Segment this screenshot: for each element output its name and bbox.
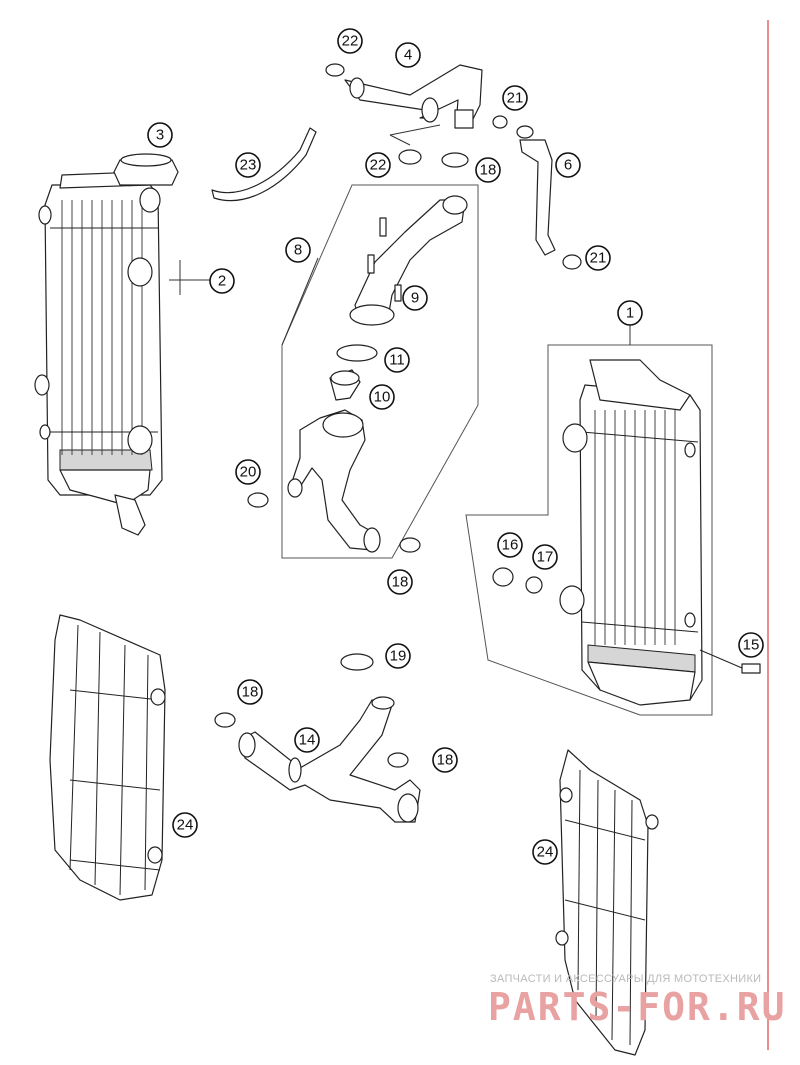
hose-clamp	[387, 752, 409, 768]
hose-clamp	[247, 492, 269, 508]
callout-9: 9	[402, 285, 428, 311]
callout-19-label: 19	[390, 648, 407, 665]
hose-clamp	[399, 537, 421, 553]
small-hose	[519, 139, 556, 256]
callout-8-label: 8	[294, 242, 302, 259]
hose-clamp	[340, 653, 374, 671]
radiator-cap	[113, 153, 179, 186]
hose-clamp	[562, 254, 582, 270]
callout-22-label: 22	[342, 33, 359, 50]
callout-21: 21	[585, 245, 611, 271]
right-radiator-guard	[555, 749, 659, 1056]
callout-3: 3	[147, 122, 173, 148]
callout-20: 20	[235, 459, 261, 485]
callout-10-label: 10	[374, 389, 391, 406]
callout-11: 11	[384, 347, 410, 373]
callout-24-label: 24	[537, 844, 554, 861]
callout-11-label: 11	[389, 352, 405, 369]
callout-18: 18	[432, 747, 458, 773]
callout-18: 18	[387, 569, 413, 595]
bushing	[525, 576, 543, 594]
callout-20-label: 20	[240, 464, 257, 481]
callout-18-label: 18	[392, 574, 409, 591]
callout-4-label: 4	[404, 47, 412, 64]
callout-18-label: 18	[242, 684, 259, 701]
callout-22: 22	[365, 152, 391, 178]
callout-18-label: 18	[437, 752, 454, 769]
callout-1-label: 1	[626, 305, 634, 322]
callout-6-label: 6	[564, 157, 572, 174]
thermostat	[329, 369, 361, 401]
callout-16-label: 16	[502, 537, 519, 554]
callout-2: 2	[209, 268, 235, 294]
callout-22-label: 22	[370, 157, 387, 174]
callout-2-label: 2	[218, 273, 226, 290]
bolt	[699, 649, 761, 674]
thermostat-housing-lower	[287, 409, 381, 553]
watermark-brand: PARTS-FOR.RU	[488, 985, 787, 1029]
callout-22: 22	[337, 28, 363, 54]
callout-15-label: 15	[743, 637, 760, 654]
grommet	[492, 567, 514, 587]
hose-clamp	[214, 712, 236, 728]
thermostat-housing-upper	[349, 195, 468, 326]
callout-17-label: 17	[537, 549, 554, 566]
callout-6: 6	[555, 152, 581, 178]
hose-clamp	[398, 149, 422, 165]
callout-14-label: 14	[299, 732, 316, 749]
upper-hose	[344, 64, 483, 129]
watermark-tagline: ЗАПЧАСТИ И АКСЕССУАРЫ ДЛЯ МОТОТЕХНИКИ	[490, 973, 762, 985]
callout-18: 18	[475, 157, 501, 183]
left-radiator	[34, 171, 163, 536]
hose-clamp	[325, 63, 345, 77]
hose-clamp	[441, 152, 469, 168]
callout-24-label: 24	[177, 817, 194, 834]
callout-21-label: 21	[507, 90, 524, 107]
callout-14: 14	[294, 727, 320, 753]
hose-clamp	[516, 125, 534, 139]
callout-8: 8	[285, 237, 311, 263]
callout-18-label: 18	[480, 162, 497, 179]
callout-3-label: 3	[156, 127, 164, 144]
callout-21-label: 21	[590, 250, 607, 267]
callout-4: 4	[395, 42, 421, 68]
right-radiator	[559, 359, 703, 706]
breather-hose	[211, 127, 317, 202]
thermostat-group-frame	[281, 184, 479, 559]
callout-9-label: 9	[411, 290, 419, 307]
lower-hose	[238, 696, 421, 823]
hose-clamp	[492, 115, 508, 129]
o-ring	[336, 344, 378, 362]
callout-10: 10	[369, 384, 395, 410]
callout-15: 15	[738, 632, 764, 658]
callout-1: 1	[617, 300, 643, 326]
callout-17: 17	[532, 544, 558, 570]
callout-24: 24	[532, 839, 558, 865]
right-radiator-group-frame	[465, 344, 713, 716]
left-radiator-guard	[49, 614, 166, 901]
callout-18: 18	[237, 679, 263, 705]
callout-16: 16	[497, 532, 523, 558]
callout-21: 21	[502, 85, 528, 111]
callout-19: 19	[385, 643, 411, 669]
callout-23-label: 23	[240, 157, 257, 174]
callout-24: 24	[172, 812, 198, 838]
callout-23: 23	[235, 152, 261, 178]
